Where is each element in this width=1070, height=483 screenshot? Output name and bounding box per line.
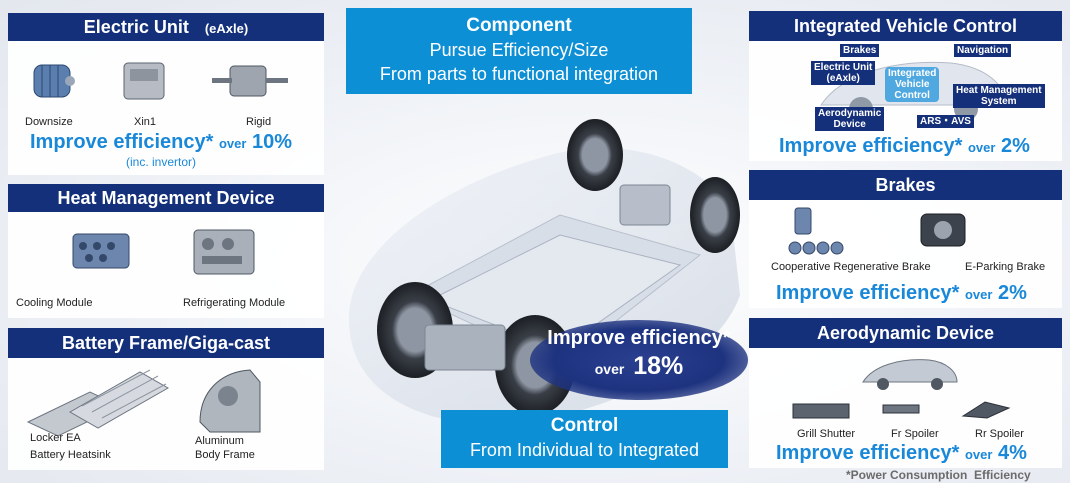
electric-unit-item-downsize: Downsize: [25, 116, 73, 128]
tag-heat-management: Heat Management System: [953, 84, 1045, 108]
electric-unit-item-rigid: Rigid: [246, 116, 272, 128]
battery-item-locker-ea: Locker EA: [30, 432, 81, 444]
control-line1: From Individual to Integrated: [469, 440, 700, 460]
battery-heatsink-icon: [26, 369, 170, 437]
integrated-eff-over: over: [967, 140, 996, 155]
xin1-unit-icon: [123, 62, 165, 100]
battery-frame-header: Battery Frame/Giga-cast: [8, 328, 324, 358]
integrated-eff-value: 2%: [1001, 135, 1030, 157]
aero-item-rr-spoiler: Rr Spoiler: [975, 428, 1024, 440]
heat-item-cooling: Cooling Module: [16, 297, 93, 309]
center-efficiency-over: over: [594, 361, 625, 377]
center-efficiency-label: Improve efficiency*: [547, 327, 731, 349]
electric-unit-panel: Electric Unit (eAxle) Downsize Xin1 Rigid…: [8, 13, 324, 175]
integrated-eff-label: Improve efficiency*: [779, 135, 963, 157]
electric-unit-subtitle: (eAxle): [204, 21, 249, 36]
integrated-control-header: Integrated Vehicle Control: [749, 11, 1062, 41]
heat-item-refrigerating: Refrigerating Module: [183, 297, 286, 309]
brakes-panel: Brakes Cooperative Regenerative Brake E-…: [749, 170, 1062, 308]
tag-aerodynamic: Aerodynamic Device: [815, 107, 885, 131]
integrated-control-efficiency: Improve efficiency* over 2%: [779, 135, 1030, 158]
brakes-header: Brakes: [749, 170, 1062, 200]
control-title: Control: [550, 415, 619, 436]
brakes-eff-over: over: [964, 287, 993, 302]
battery-item-body-frame: Body Frame: [195, 449, 255, 461]
aero-item-fr-spoiler: Fr Spoiler: [891, 428, 939, 440]
tag-integrated-control: Integrated Vehicle Control: [885, 67, 940, 102]
brakes-eff-value: 2%: [998, 282, 1027, 304]
electric-unit-eff-value: 10%: [252, 131, 293, 153]
component-title: Component: [466, 15, 572, 36]
aero-eff-label: Improve efficiency*: [776, 442, 960, 464]
electric-unit-item-xin1: Xin1: [134, 116, 157, 128]
control-box: Control From Individual to Integrated: [441, 410, 728, 468]
aero-panel: Aerodynamic Device Grill Shutter Fr Spoi…: [749, 318, 1062, 468]
component-box: Component Pursue Efficiency/Size From pa…: [346, 8, 692, 94]
aero-item-grill-shutter: Grill Shutter: [797, 428, 856, 440]
refrigerating-module-icon: [193, 229, 255, 275]
brakes-item-e-parking: E-Parking Brake: [965, 261, 1046, 273]
electric-unit-title: Electric Unit: [83, 17, 189, 37]
motor-icon: [33, 64, 75, 98]
ev-platform-illustration: [349, 119, 740, 425]
center-efficiency-text: Improve efficiency* over 18%: [530, 325, 748, 385]
cooling-module-icon: [72, 233, 130, 269]
center-efficiency-value: 18%: [633, 352, 684, 380]
center-efficiency-badge: [530, 320, 748, 400]
aluminum-body-frame-icon: [199, 369, 261, 433]
electric-unit-eff-over: over: [218, 136, 247, 151]
electric-unit-eff-label: Improve efficiency*: [30, 131, 214, 153]
integrated-control-panel: Integrated Vehicle Control Brakes Naviga…: [749, 11, 1062, 161]
grill-shutter-icon: [792, 403, 850, 419]
rigid-unit-icon: [212, 65, 288, 97]
component-line2: From parts to functional integration: [379, 64, 659, 84]
tag-ars-avs: ARS・AVS: [917, 115, 974, 128]
tag-navigation: Navigation: [954, 44, 1012, 57]
battery-frame-panel: Battery Frame/Giga-cast Locker EA Batter…: [8, 328, 324, 470]
aero-header: Aerodynamic Device: [749, 318, 1062, 348]
brakes-item-regenerative: Cooperative Regenerative Brake: [771, 261, 931, 273]
footnote: *Power Consumption Efficiency: [846, 468, 1031, 482]
regenerative-brake-icon: [788, 207, 844, 255]
aero-eff-over: over: [964, 447, 993, 462]
electric-unit-note: (inc. invertor): [126, 155, 197, 169]
component-line1: Pursue Efficiency/Size: [429, 40, 609, 60]
brakes-efficiency: Improve efficiency* over 2%: [776, 282, 1027, 305]
tag-brakes: Brakes: [840, 44, 880, 57]
fr-spoiler-icon: [882, 404, 920, 414]
brakes-eff-label: Improve efficiency*: [776, 282, 960, 304]
e-parking-brake-icon: [920, 213, 966, 247]
electric-unit-header: Electric Unit (eAxle): [8, 13, 324, 41]
aero-efficiency: Improve efficiency* over 4%: [776, 442, 1027, 465]
battery-item-aluminum: Aluminum: [195, 435, 244, 447]
heat-management-panel: Heat Management Device Cooling Module Re…: [8, 184, 324, 318]
aero-eff-value: 4%: [998, 442, 1027, 464]
heat-management-header: Heat Management Device: [8, 184, 324, 212]
tag-electric-unit: Electric Unit (eAxle): [811, 61, 876, 85]
battery-item-heatsink: Battery Heatsink: [30, 449, 111, 461]
electric-unit-efficiency: Improve efficiency* over 10%: [30, 131, 292, 154]
rr-spoiler-icon: [961, 401, 1011, 419]
aero-car-icon: [862, 359, 958, 390]
